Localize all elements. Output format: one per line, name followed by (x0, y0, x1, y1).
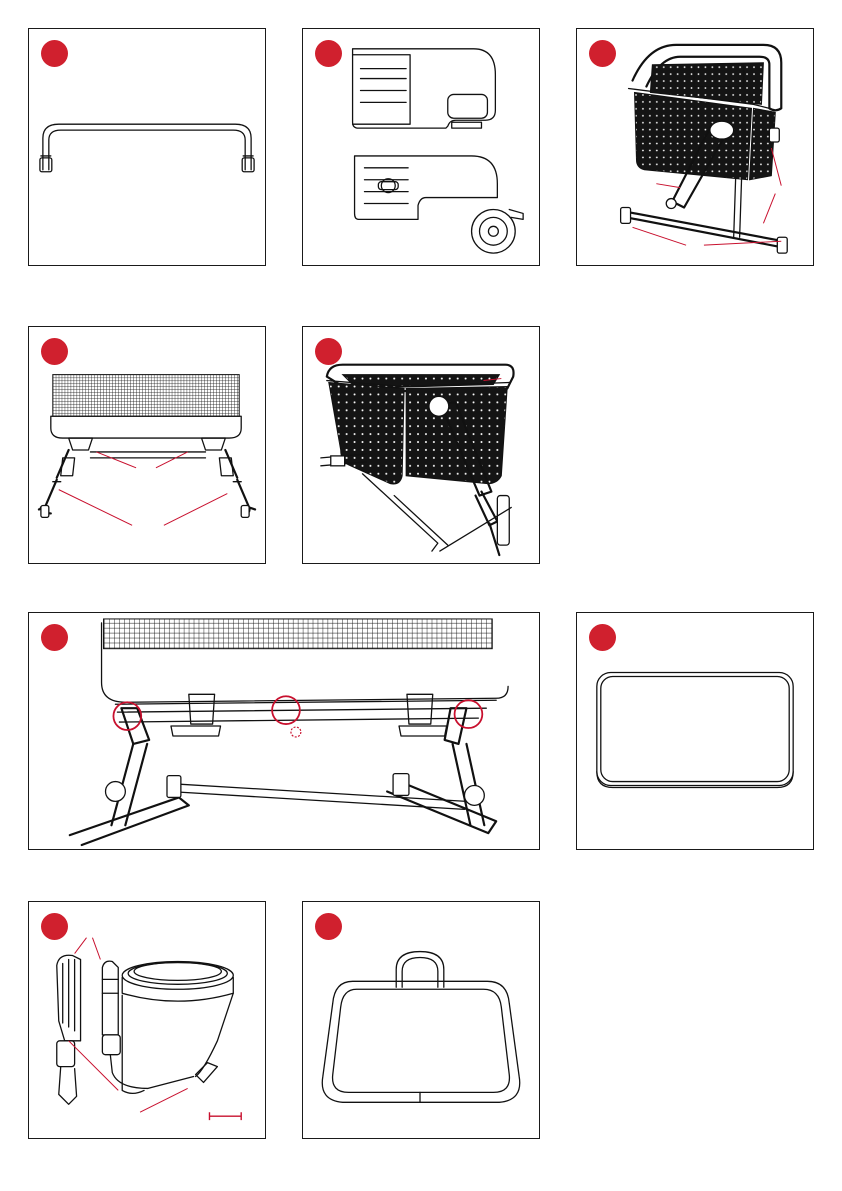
step-badge (315, 913, 342, 940)
step-badge (315, 40, 342, 67)
step-badge (41, 40, 68, 67)
panel-carry-bag (302, 901, 540, 1139)
mattress-icon (577, 613, 813, 849)
panel-assembled-crib (576, 28, 814, 266)
step-badge (589, 624, 616, 651)
step-badge (589, 40, 616, 67)
panel-crib-underside (28, 612, 540, 850)
step-badge (41, 624, 68, 651)
straps-buckles-icon (29, 902, 265, 1138)
panel-straps (28, 901, 266, 1139)
assembled-crib-icon (577, 29, 813, 265)
panel-crib-base-front (28, 326, 266, 564)
u-frame-bar-icon (29, 29, 265, 265)
crib-top-perspective-icon (303, 327, 539, 563)
panel-mattress (576, 612, 814, 850)
step-badge (315, 338, 342, 365)
crib-base-front-icon (29, 327, 265, 563)
carry-bag-icon (303, 902, 539, 1138)
panel-frame-bar (28, 28, 266, 266)
panel-leg-covers (302, 28, 540, 266)
leg-covers-wheel-icon (303, 29, 539, 265)
step-badge (41, 913, 68, 940)
crib-underside-clips-icon (29, 613, 539, 849)
step-badge (41, 338, 68, 365)
panel-crib-top (302, 326, 540, 564)
